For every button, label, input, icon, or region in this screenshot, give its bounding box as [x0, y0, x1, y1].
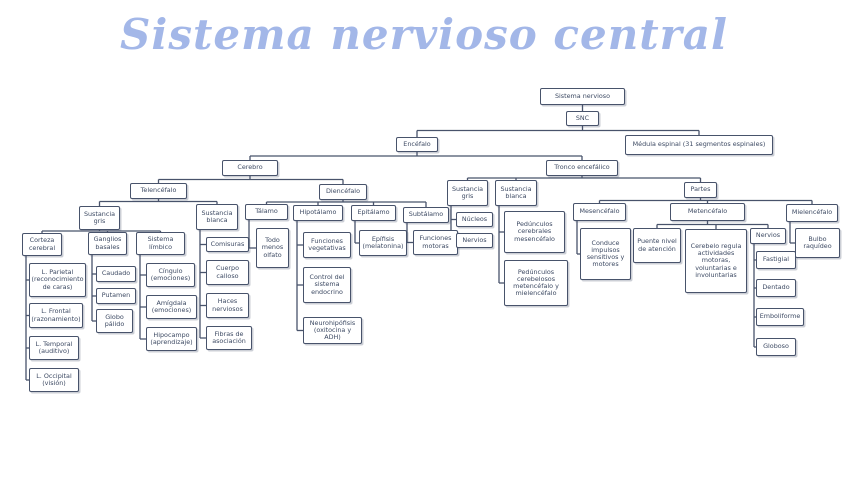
node-todo-menos-olfato: Todo menos olfato [256, 228, 289, 268]
node-telencefalo: Telencéfalo [130, 183, 187, 199]
node-amigdala: Amígdala (emociones) [146, 295, 197, 319]
node-globoso: Globoso [756, 338, 796, 356]
node-fastigial: Fastigial [756, 251, 796, 269]
node-diencefalo: Diencéfalo [319, 184, 367, 200]
node-dentado: Dentado [756, 279, 796, 297]
node-hipocampo: Hipocampo (aprendizaje) [146, 327, 197, 351]
node-cuerpo-calloso: Cuerpo calloso [206, 260, 249, 285]
node-neurohipofisis: Neurohipófisis (oxitocina y ADH) [303, 317, 362, 344]
node-cingulo: Cíngulo (emociones) [146, 263, 195, 287]
node-putamen: Putamen [96, 288, 136, 304]
node-cerebro: Cerebro [222, 160, 278, 176]
node-sgris-tronco: Sustancia gris [447, 180, 488, 206]
node-tronco: Tronco encefálico [546, 160, 618, 176]
node-ped-cerebelosos: Pedúnculos cerebelosos metencéfalo y mie… [504, 260, 568, 306]
node-puente: Puente nivel de atención [633, 228, 681, 263]
node-snc: SNC [566, 111, 599, 126]
node-temporal: L. Temporal (auditivo) [29, 336, 79, 360]
node-f-motoras: Funciones motoras [413, 230, 458, 255]
node-medula: Médula espinal (31 segmentos espinales) [625, 135, 773, 155]
node-sblanca-tel: Sustancia blanca [196, 204, 238, 230]
node-ganglios: Ganglios basales [88, 232, 127, 255]
node-epitalamo: Epitálamo [351, 205, 396, 221]
node-globo-palido: Globo pálido [96, 309, 133, 333]
node-f-vegetativas: Funciones vegetativas [303, 232, 351, 258]
node-caudado: Caudado [96, 266, 136, 282]
node-limbico: Sistema límbico [136, 232, 185, 255]
node-nervios-met: Nervios [750, 228, 786, 244]
node-bulbo: Bulbo raquídeo [795, 228, 840, 258]
node-fibras: Fibras de asociación [206, 326, 252, 350]
page-title: Sistema nervioso central [120, 10, 728, 59]
node-sgris-tel: Sustancia gris [79, 206, 120, 230]
node-nervios-tronco: Nervios [456, 233, 493, 248]
node-metencefalo: Metencéfalo [670, 203, 745, 221]
node-mielencefalo: Mielencéfalo [786, 204, 838, 222]
node-sistema-nervioso: Sistema nervioso [540, 88, 625, 105]
node-frontal: L. Frontal (razonamiento) [29, 303, 83, 328]
node-ped-cerebrales: Pedúnculos cerebrales mesencéfalo [504, 211, 565, 253]
node-nucleos: Núcleos [456, 212, 493, 227]
node-talamo: Tálamo [245, 204, 288, 220]
node-partes: Partes [684, 182, 717, 198]
node-conduce: Conduce impulsos sensitivos y motores [580, 228, 631, 280]
node-occipital: L. Occipital (visión) [29, 368, 79, 392]
node-emboliforme: Emboliforme [756, 308, 804, 326]
node-haces: Haces nerviosos [206, 293, 249, 318]
node-sblanca-tronco: Sustancia blanca [495, 180, 537, 206]
node-subtalamo: Subtálamo [403, 207, 449, 223]
node-encefalo: Encéfalo [396, 137, 438, 152]
node-hipotalamo: Hipotálamo [293, 205, 343, 221]
node-comisuras: Comisuras [206, 237, 249, 252]
node-control-endocrino: Control del sistema endocrino [303, 267, 351, 303]
node-parietal: L. Parietal (reconocimiento de caras) [29, 263, 86, 297]
node-epifisis: Epífisis (melatonina) [359, 230, 407, 256]
node-corteza: Corteza cerebral [22, 233, 62, 256]
node-mesencefalo: Mesencéfalo [573, 203, 626, 221]
node-cerebelo: Cerebelo regula actividades motoras, vol… [685, 229, 747, 293]
